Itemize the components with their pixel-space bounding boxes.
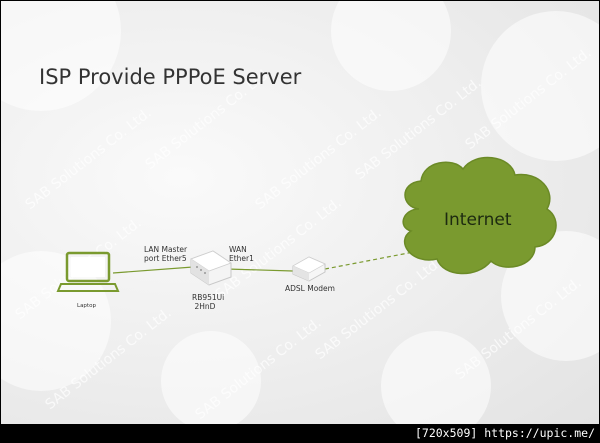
- modem-label: ADSL Modem: [285, 284, 335, 293]
- link-modem-internet: [324, 250, 420, 270]
- internet-label: Internet: [444, 210, 512, 230]
- bg-bubble: [161, 331, 261, 431]
- diagram-title: ISP Provide PPPoE Server: [39, 65, 302, 89]
- lan-link-label: LAN Master port Ether5: [144, 245, 187, 264]
- bg-bubble: [481, 11, 599, 161]
- wan-label-line1: WAN: [229, 245, 247, 254]
- router-label-line2: 2HnD: [194, 302, 216, 312]
- router-label-line1: RB951Ui: [192, 293, 225, 302]
- lan-label-line2: port Ether5: [144, 254, 187, 264]
- internet-cloud-icon: [402, 156, 557, 275]
- wan-label-line2: Ether1: [229, 254, 254, 264]
- laptop-icon: [56, 251, 120, 292]
- router-label: RB951Ui 2HnD: [192, 293, 225, 312]
- bg-bubble: [381, 331, 491, 441]
- laptop-label: Laptop: [77, 303, 96, 309]
- link-router-modem: [226, 268, 294, 272]
- image-host-footer: [720x509] https://upic.me/: [1, 424, 599, 442]
- router-icon: [190, 250, 232, 286]
- modem-icon: [292, 256, 326, 282]
- link-laptop-router: [112, 266, 194, 274]
- wan-link-label: WAN Ether1: [229, 245, 254, 264]
- lan-label-line1: LAN Master: [144, 245, 188, 254]
